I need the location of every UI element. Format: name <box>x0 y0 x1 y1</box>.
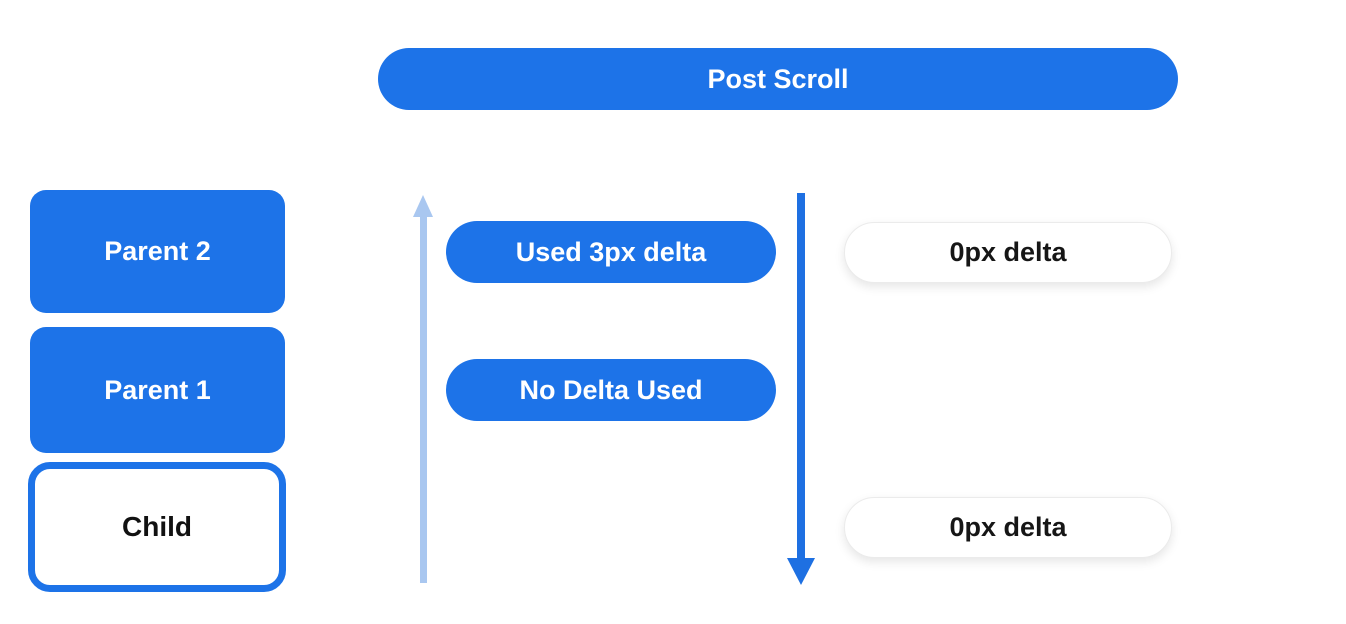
child-label: Child <box>122 511 192 542</box>
up-arrow-head <box>413 195 433 217</box>
zero-px-delta-pill-top: 0px delta <box>844 222 1172 283</box>
down-arrow-shaft <box>797 193 805 559</box>
up-arrow-shaft <box>419 215 427 583</box>
no-delta-used-pill: No Delta Used <box>446 359 776 421</box>
down-arrow-head <box>787 558 815 585</box>
parent-2-box: Parent 2 <box>30 190 285 313</box>
zero-px-delta-bottom-label: 0px delta <box>949 512 1067 542</box>
no-delta-used-label: No Delta Used <box>519 374 703 405</box>
parent-1-label: Parent 1 <box>104 374 211 405</box>
child-box: Child <box>28 462 286 592</box>
parent-2-label: Parent 2 <box>104 236 211 266</box>
zero-px-delta-top-label: 0px delta <box>949 237 1067 267</box>
zero-px-delta-pill-bottom: 0px delta <box>844 497 1172 558</box>
post-scroll-header-label: Post Scroll <box>707 63 849 94</box>
used-3px-delta-pill: Used 3px delta <box>446 221 776 283</box>
parent-1-box: Parent 1 <box>30 327 285 453</box>
down-arrow-icon <box>787 193 815 585</box>
post-scroll-header-pill: Post Scroll <box>378 48 1178 110</box>
used-3px-delta-label: Used 3px delta <box>515 236 707 267</box>
up-arrow-icon <box>413 195 433 583</box>
